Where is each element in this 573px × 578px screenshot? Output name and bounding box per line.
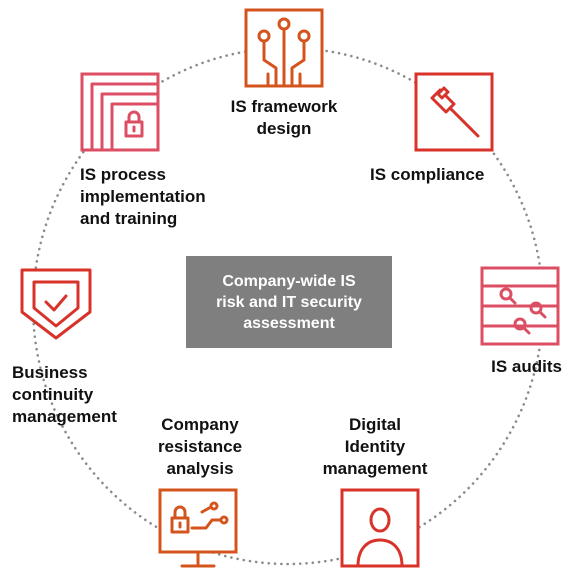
- stacked-lock-icon: [80, 72, 160, 152]
- node-label-resistance: Company resistance analysis: [157, 415, 243, 478]
- audit-search-icon: [480, 266, 560, 346]
- circuit-icon: [244, 8, 324, 88]
- center-line: assessment: [243, 314, 335, 332]
- gavel-icon: [414, 72, 494, 152]
- node-label-continuity: Business continuity management: [12, 363, 117, 426]
- center-line: risk and IT security: [216, 293, 362, 311]
- node-label-audits: IS audits: [491, 357, 562, 376]
- node-label-compliance: IS compliance: [370, 165, 485, 184]
- node-label-identity: Digital Identity management: [322, 415, 428, 478]
- node-label-framework: IS framework design: [230, 97, 338, 138]
- node-label-process: IS process implementation and training: [80, 165, 206, 228]
- person-icon: [340, 488, 420, 568]
- shield-check-icon: [20, 268, 92, 340]
- monitor-lock-icon: [158, 488, 238, 568]
- center-assessment-box: Company-wide IS risk and IT security ass…: [186, 256, 392, 348]
- center-line: Company-wide IS: [222, 272, 356, 290]
